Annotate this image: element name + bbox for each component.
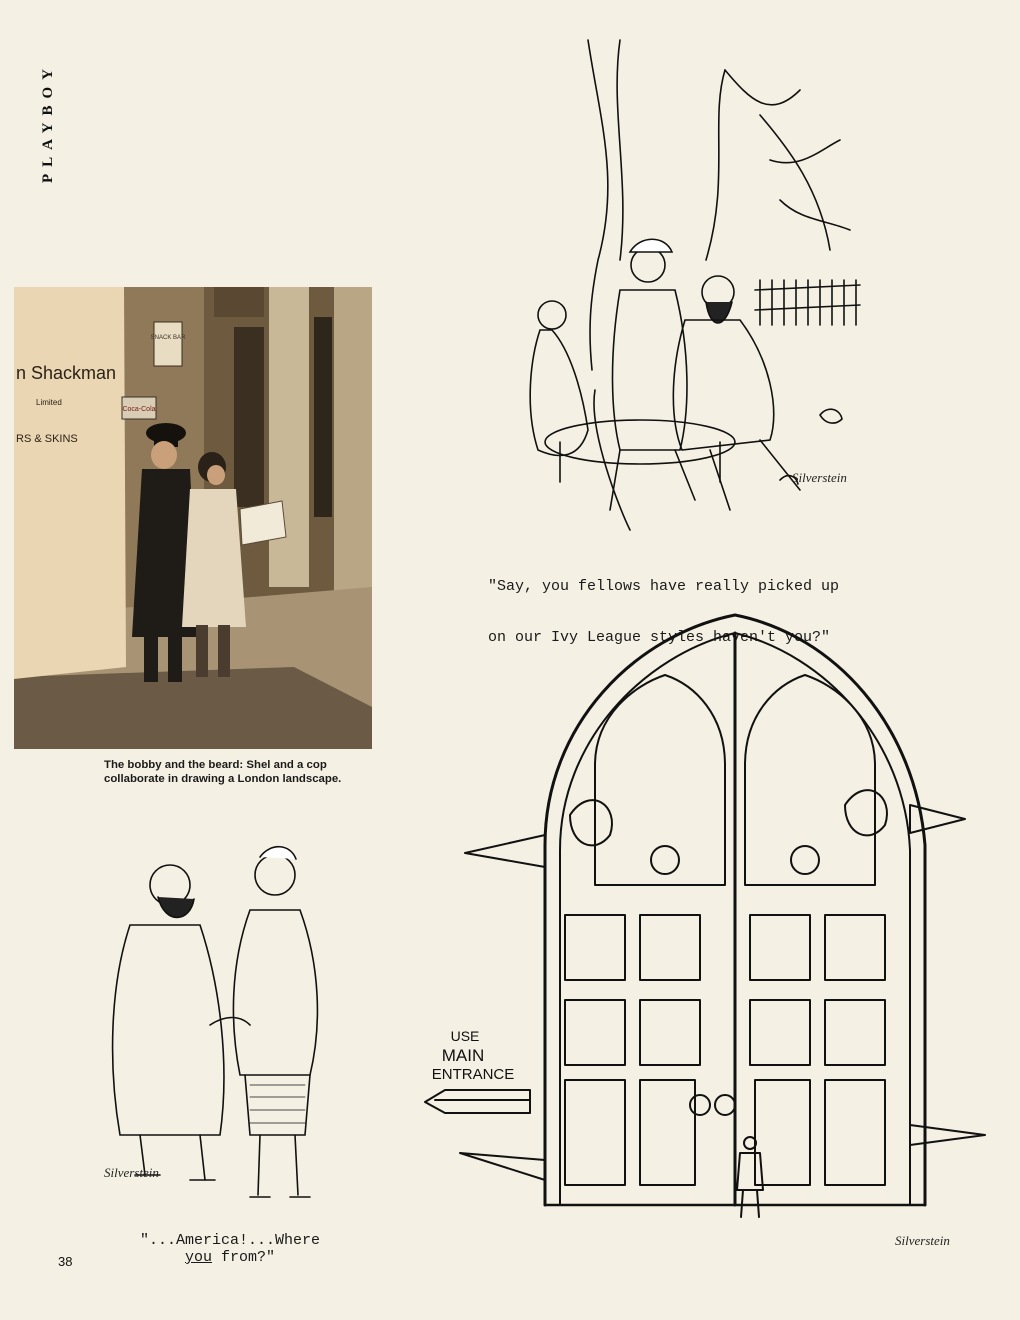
running-head: PLAYBOY bbox=[40, 62, 56, 184]
ivy-caption-line-1: "Say, you fellows have really picked up bbox=[488, 578, 840, 595]
america-caption-end: from?" bbox=[221, 1249, 276, 1266]
ivy-caption-line-2: on our Ivy League styles haven't you?" bbox=[488, 629, 831, 646]
america-signature: Silverstein bbox=[104, 1165, 159, 1180]
america-caption-line-1: "...America!...Where bbox=[139, 1232, 321, 1249]
photo-bobby-and-beard: SNACK BAR n Shackman Limited RS & SKINS … bbox=[14, 287, 372, 749]
snack-sign: SNACK BAR bbox=[151, 335, 186, 341]
ivy-caption: "Say, you fellows have really picked up … bbox=[488, 544, 908, 663]
shop-sign-name: n Shackman bbox=[16, 363, 116, 383]
photo-caption-line-2: collaborate in drawing a London landscap… bbox=[104, 773, 342, 785]
photo-caption-line-1: The bobby and the beard: Shel and a cop bbox=[104, 759, 327, 771]
door-signature: Silverstein bbox=[895, 1233, 950, 1248]
america-caption: "...America!...Where you from?" bbox=[120, 1232, 340, 1266]
america-caption-underlined: you bbox=[184, 1249, 212, 1266]
cola-sign: Coca-Cola bbox=[122, 406, 155, 413]
page-number: 38 bbox=[58, 1254, 73, 1269]
ivy-signature: Silverstein bbox=[792, 470, 847, 485]
shop-sign-skins: RS & SKINS bbox=[16, 433, 78, 445]
cartoon-america: Silverstein bbox=[90, 835, 360, 1225]
america-caption-line-2: you from?" bbox=[120, 1249, 340, 1266]
door-sign-use: USE bbox=[451, 1028, 480, 1044]
shop-sign-limited: Limited bbox=[36, 398, 62, 407]
door-sign-entrance: ENTRANCE bbox=[432, 1066, 515, 1083]
cartoon-door: USE MAIN ENTRANCE Silverstein bbox=[405, 605, 1005, 1255]
door-sign-main: MAIN bbox=[442, 1046, 485, 1065]
cartoon-ivy-league: Silverstein bbox=[470, 30, 890, 535]
photo-caption: The bobby and the beard: Shel and a cop … bbox=[104, 758, 379, 786]
